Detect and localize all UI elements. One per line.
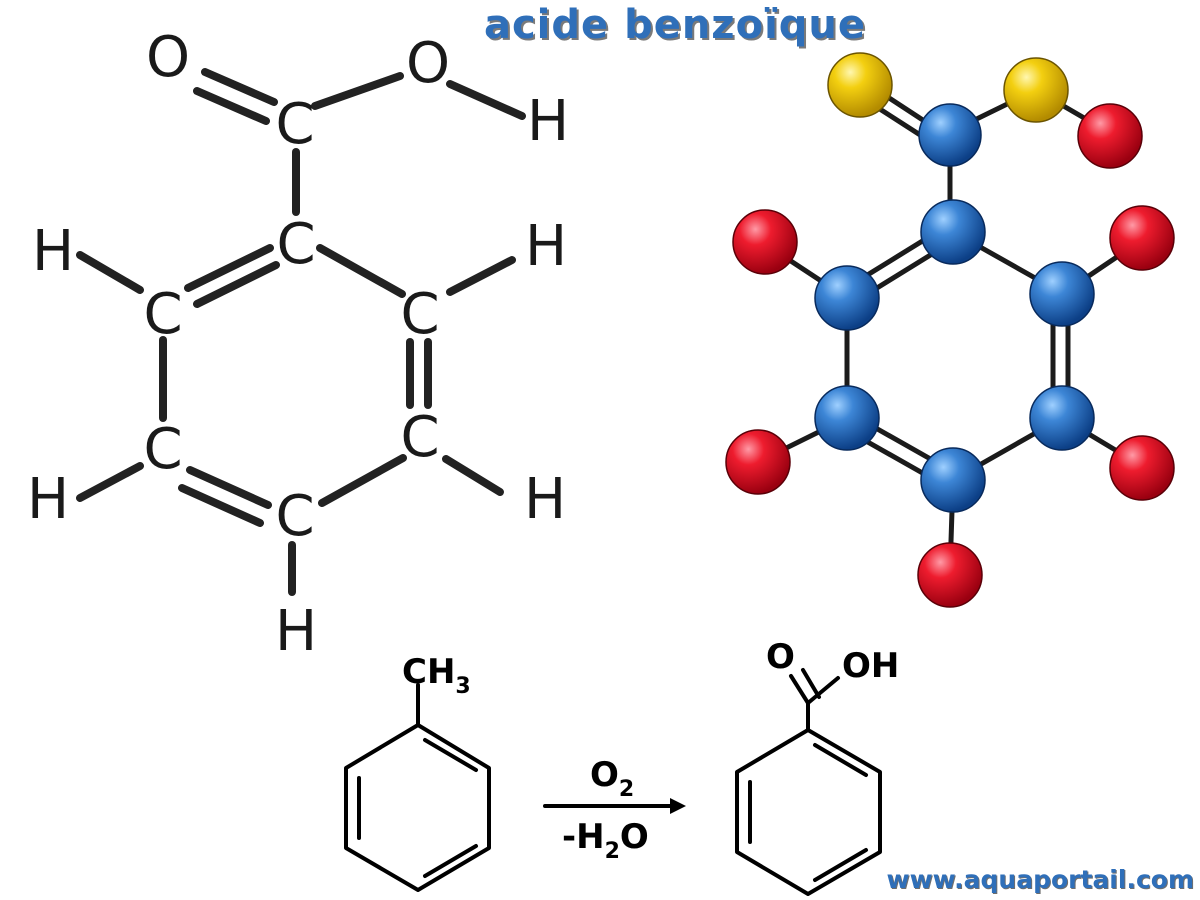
model-atom-c-carboxyl bbox=[918, 103, 982, 167]
bond-h-right-top bbox=[446, 256, 516, 296]
model-atom-h-left-top bbox=[732, 209, 798, 275]
reactant-ring-inner-3 bbox=[423, 844, 478, 878]
bond-c-oh bbox=[311, 72, 404, 110]
model-atom-h-hydroxyl bbox=[1077, 103, 1143, 169]
model-atom-c-right-bottom bbox=[1029, 385, 1095, 451]
bond-ring-6 bbox=[318, 454, 407, 507]
bond-h-right-bottom bbox=[442, 455, 504, 496]
atom-o-carbonyl: O bbox=[146, 25, 190, 90]
model-atom-c-right-top bbox=[1029, 261, 1095, 327]
product-c-o-double-2 bbox=[801, 668, 821, 699]
model-atom-c-bottom bbox=[920, 447, 986, 513]
product-benzene-ring bbox=[735, 728, 882, 896]
bond-h-left-bottom bbox=[76, 462, 144, 502]
product-c-o-double-1 bbox=[789, 674, 810, 705]
model-atom-c-left-bottom bbox=[814, 385, 880, 451]
reaction-arrow-head bbox=[670, 798, 686, 814]
atom-o-hydroxyl: O bbox=[406, 31, 450, 96]
product-hydroxyl: OH bbox=[842, 646, 899, 686]
model-atom-h-right-top bbox=[1109, 205, 1175, 271]
model-atom-h-right-bottom bbox=[1109, 435, 1175, 501]
atom-c-left-top: C bbox=[143, 282, 182, 347]
atom-h-left-bottom: H bbox=[27, 467, 69, 532]
bond-c-o-double-2 bbox=[193, 87, 270, 125]
reagent-oxygen: O2 bbox=[590, 755, 634, 802]
reactant-benzene-ring bbox=[344, 723, 491, 892]
model-atom-o-hydroxyl bbox=[1003, 57, 1069, 123]
bond-o-h bbox=[446, 80, 526, 120]
bond-ring-2 bbox=[316, 244, 406, 298]
atom-c-carboxyl: C bbox=[275, 92, 314, 157]
bond-ring-1a bbox=[184, 244, 274, 292]
product-ring-inner-3 bbox=[813, 848, 868, 882]
atom-c-right-bottom: C bbox=[400, 405, 439, 470]
reactant-ch3-label: CH3 bbox=[402, 652, 471, 699]
atom-h-right-bottom: H bbox=[524, 467, 566, 532]
bond-ring-5a bbox=[186, 466, 272, 509]
website-watermark: www.aquaportail.com bbox=[886, 865, 1194, 894]
reagent-minus-water: -H2O bbox=[562, 817, 649, 864]
atom-h-right-top: H bbox=[525, 214, 567, 279]
page-title: acide benzoïque bbox=[483, 2, 867, 48]
atom-c-left-bottom: C bbox=[143, 417, 182, 482]
atom-h-bottom: H bbox=[275, 599, 317, 664]
bond-ring-5b bbox=[178, 484, 264, 527]
atom-h-hydroxyl: H bbox=[527, 89, 569, 154]
product-carbonyl-o: O bbox=[766, 637, 795, 677]
reactant-ring-inner-2 bbox=[423, 738, 478, 772]
bond-h-left-top bbox=[76, 251, 144, 294]
model-atom-o-carbonyl bbox=[827, 52, 893, 118]
model-atom-c-left-top bbox=[814, 265, 880, 331]
atom-c-right-top: C bbox=[400, 282, 439, 347]
product-c-oh bbox=[806, 676, 840, 705]
atom-c-ipso: C bbox=[276, 212, 315, 277]
bond-c-o-double-1 bbox=[201, 68, 278, 106]
model-atom-c-ipso bbox=[920, 199, 986, 265]
model-atom-h-left-bottom bbox=[725, 429, 791, 495]
model-atom-h-bottom bbox=[917, 542, 983, 608]
product-ring-inner-2 bbox=[813, 743, 868, 777]
bond-ring-1b bbox=[193, 261, 280, 308]
atom-h-left-top: H bbox=[32, 219, 74, 284]
atom-c-bottom: C bbox=[275, 484, 314, 549]
